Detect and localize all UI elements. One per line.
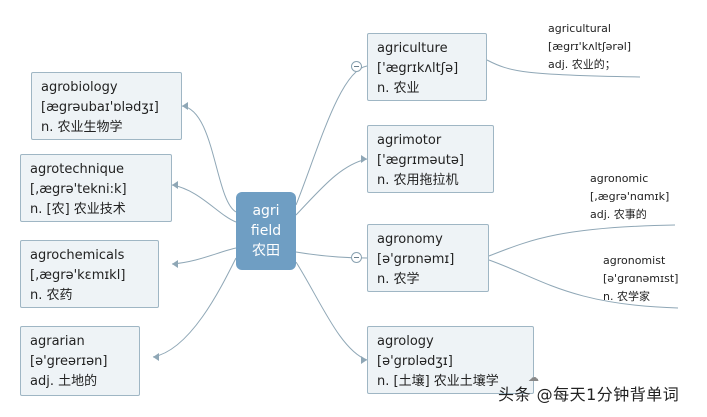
node-agrology[interactable]: agrology [ə'grɒlədʒɪ] n. [土壤] 农业土壤学 xyxy=(367,326,534,394)
arrowhead xyxy=(153,353,159,361)
node-agriculture[interactable]: agriculture ['ægrɪkʌltʃə] n. 农业 xyxy=(367,33,487,101)
node-meaning: n. 农学 xyxy=(377,272,420,287)
node-ipa: [,ægrə'tekni:k] xyxy=(30,182,127,197)
node-meaning: n. [土壤] 农业土壤学 xyxy=(377,374,499,389)
node-word: agronomy xyxy=(377,232,443,247)
node-agrimotor[interactable]: agrimotor ['ægrɪməutə] n. 农用拖拉机 xyxy=(367,125,494,193)
node-word: agrarian xyxy=(30,334,85,349)
node-word: agrobiology xyxy=(41,80,118,95)
node-ipa: ['ægrɪkʌltʃə] xyxy=(377,61,459,76)
arrowhead xyxy=(172,260,178,268)
center-root: agri xyxy=(252,203,280,219)
node-ipa: [ə'grɒlədʒɪ] xyxy=(377,354,453,369)
arrowhead xyxy=(182,102,188,110)
leaf-agronomist: agronomist [ə'grɑnəmɪst] n. 农学家 xyxy=(603,252,678,306)
node-agrotechnique[interactable]: agrotechnique [,ægrə'tekni:k] n. [农] 农业技… xyxy=(20,154,172,222)
connector-agronomist xyxy=(488,259,679,309)
watermark-text: 头条 @每天1分钟背单词 xyxy=(498,385,680,404)
node-meaning: adj. 土地的 xyxy=(30,374,98,389)
arrowhead xyxy=(361,356,367,364)
node-word: agrochemicals xyxy=(30,248,125,263)
node-word: agrology xyxy=(377,334,434,349)
node-ipa: ['ægrɪməutə] xyxy=(377,153,464,168)
leaf-meaning: adj. 农事的 xyxy=(590,208,647,221)
leaf-word: agronomic xyxy=(590,172,649,185)
connector-agricultural xyxy=(486,59,641,78)
collapse-toggle-icon[interactable] xyxy=(351,252,362,263)
connector-agrochemicals xyxy=(171,247,237,265)
node-meaning: n. 农业 xyxy=(377,81,420,96)
connector-agrimotor xyxy=(295,158,368,216)
leaf-meaning: adj. 农业的； xyxy=(548,58,616,71)
connector-agriculture xyxy=(295,65,368,206)
node-word: agrimotor xyxy=(377,133,442,148)
collapse-toggle-icon[interactable] xyxy=(351,61,362,72)
node-ipa: [ægrəubaɪ'ɒlədʒɪ] xyxy=(41,100,159,115)
arrowhead xyxy=(172,181,178,189)
node-word: agriculture xyxy=(377,41,448,56)
leaf-agronomic: agronomic [,ægrə'nɑmɪk] adj. 农事的 xyxy=(590,170,669,224)
node-meaning: n. [农] 农业技术 xyxy=(30,202,126,217)
center-meaning-zh: 农田 xyxy=(252,243,280,259)
node-ipa: [ə'greərɪən] xyxy=(30,354,108,369)
connector-agrology xyxy=(295,261,368,361)
node-meaning: n. 农业生物学 xyxy=(41,120,123,135)
connector-agrobiology xyxy=(181,105,237,213)
node-ipa: [ə'grɒnəmɪ] xyxy=(377,252,455,267)
center-meaning-en: field xyxy=(250,223,282,239)
leaf-meaning: n. 农学家 xyxy=(603,290,650,303)
arrowhead xyxy=(361,155,367,163)
center-node[interactable]: agri field 农田 xyxy=(236,192,296,270)
node-meaning: n. 农用拖拉机 xyxy=(377,173,459,188)
connector-agronomic xyxy=(488,224,676,257)
leaf-ipa: [ə'grɑnəmɪst] xyxy=(603,272,679,285)
node-agronomy[interactable]: agronomy [ə'grɒnəmɪ] n. 农学 xyxy=(367,224,489,292)
watermark-icon: ☁ xyxy=(528,371,539,384)
leaf-word: agricultural xyxy=(548,22,611,35)
connector-agrotechnique xyxy=(171,184,237,223)
leaf-ipa: [,ægrə'nɑmɪk] xyxy=(590,190,670,203)
leaf-ipa: [ægrɪ'kʌltʃərəl] xyxy=(548,40,632,53)
connector-agrarian xyxy=(152,257,237,358)
node-word: agrotechnique xyxy=(30,162,125,177)
leaf-agricultural: agricultural [ægrɪ'kʌltʃərəl] adj. 农业的； xyxy=(548,20,631,74)
node-ipa: [,ægrə'kɛmɪkl] xyxy=(30,268,126,283)
node-meaning: n. 农药 xyxy=(30,288,73,303)
node-agrarian[interactable]: agrarian [ə'greərɪən] adj. 土地的 xyxy=(20,326,140,396)
leaf-word: agronomist xyxy=(603,254,666,267)
node-agrobiology[interactable]: agrobiology [ægrəubaɪ'ɒlədʒɪ] n. 农业生物学 xyxy=(31,72,182,140)
node-agrochemicals[interactable]: agrochemicals [,ægrə'kɛmɪkl] n. 农药 xyxy=(20,240,159,308)
